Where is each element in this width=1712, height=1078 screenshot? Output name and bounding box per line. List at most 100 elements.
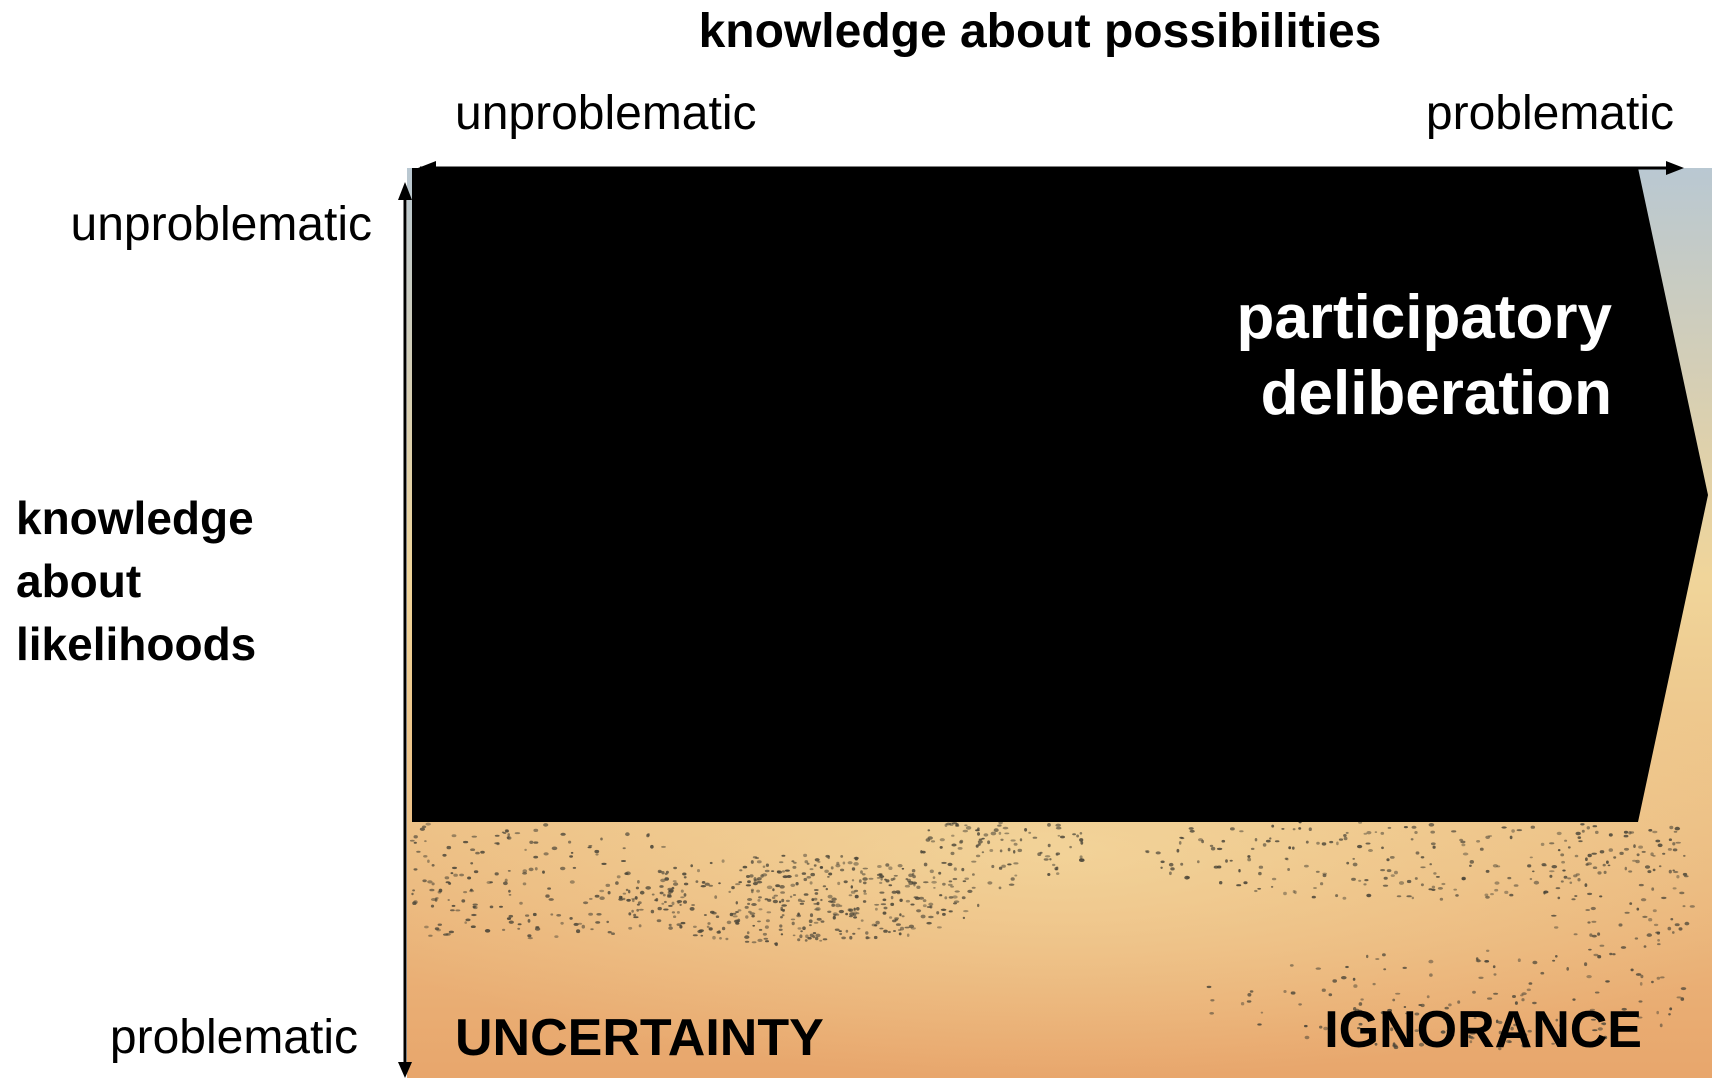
bird-dot	[1607, 864, 1611, 867]
bird-dot	[1638, 883, 1644, 887]
bird-dot	[1564, 839, 1568, 842]
bird-dot	[953, 867, 957, 871]
bird-dot	[1595, 830, 1599, 835]
bird-dot	[1508, 1040, 1512, 1044]
bird-dot	[799, 902, 805, 905]
bird-dot	[1487, 997, 1493, 1000]
bird-dot	[1672, 887, 1677, 890]
bird-dot	[1013, 862, 1019, 865]
bird-dot	[1357, 1027, 1361, 1030]
bird-dot	[893, 930, 896, 932]
bird-dot	[657, 869, 662, 874]
bird-dot	[1574, 854, 1579, 858]
bird-dot	[1002, 826, 1009, 830]
bird-dot	[625, 888, 629, 892]
bird-dot	[661, 871, 665, 875]
bird-dot	[607, 891, 611, 895]
bird-dot	[950, 851, 955, 856]
bird-dot	[874, 903, 880, 906]
uncertainty-label: UNCERTAINTY	[455, 1009, 824, 1067]
bird-dot	[494, 872, 499, 876]
bird-dot	[813, 864, 817, 867]
bird-dot	[701, 881, 706, 884]
bird-dot	[595, 921, 601, 924]
bird-dot	[1057, 834, 1061, 837]
bird-dot	[878, 873, 883, 876]
bird-dot	[834, 928, 840, 931]
bird-dot	[1386, 858, 1390, 862]
bird-dot	[781, 870, 786, 873]
bird-dot	[987, 840, 991, 845]
bird-dot	[600, 837, 603, 841]
bird-dot	[1076, 834, 1079, 838]
bird-dot	[1682, 905, 1686, 908]
bird-dot	[1383, 876, 1388, 880]
bird-dot	[1592, 866, 1598, 869]
bird-dot	[704, 882, 710, 886]
bird-dot	[425, 822, 431, 826]
bird-dot	[1395, 992, 1401, 995]
bird-dot	[683, 882, 689, 886]
bird-dot	[1551, 914, 1557, 917]
bird-dot	[1529, 877, 1533, 881]
bird-dot	[883, 929, 888, 933]
bird-dot	[1672, 842, 1676, 846]
bird-dot	[1180, 837, 1185, 840]
bird-dot	[715, 915, 720, 918]
bird-dot	[853, 862, 859, 866]
bird-dot	[501, 831, 505, 834]
bird-dot	[972, 873, 975, 876]
bird-dot	[1265, 839, 1271, 843]
bird-dot	[1372, 982, 1376, 986]
bird-dot	[830, 866, 834, 870]
bird-dot	[797, 898, 802, 902]
bird-dot	[816, 901, 820, 906]
bird-dot	[672, 880, 677, 883]
bird-dot	[792, 934, 796, 937]
bird-dot	[1497, 1020, 1503, 1025]
bird-dot	[714, 895, 718, 899]
bird-dot	[840, 855, 844, 858]
bird-dot	[467, 876, 472, 880]
bird-dot	[514, 832, 521, 835]
bird-dot	[762, 932, 768, 936]
bird-dot	[636, 908, 640, 912]
bird-dot	[1578, 1013, 1582, 1016]
bird-dot	[628, 912, 632, 916]
bird-dot	[757, 920, 761, 923]
bird-dot	[854, 889, 859, 893]
bird-dot	[634, 896, 638, 900]
bird-dot	[680, 889, 684, 893]
bird-dot	[880, 903, 887, 906]
bird-dot	[548, 898, 554, 901]
bird-dot	[868, 877, 874, 880]
bird-dot	[1274, 840, 1280, 843]
bird-dot	[489, 905, 494, 909]
bird-dot	[809, 913, 814, 918]
bird-dot	[527, 934, 532, 938]
bird-dot	[809, 924, 812, 927]
bird-dot	[1414, 1029, 1419, 1032]
bird-dot	[525, 914, 530, 917]
bird-dot	[758, 896, 762, 899]
bird-dot	[1363, 1015, 1368, 1019]
bird-dot	[1613, 856, 1617, 859]
bird-dot	[812, 932, 817, 935]
bird-dot	[587, 846, 592, 849]
bird-dot	[809, 881, 813, 885]
bird-dot	[732, 912, 737, 915]
bird-dot	[638, 924, 642, 928]
bird-dot	[1258, 865, 1264, 869]
bird-dot	[1292, 846, 1295, 850]
bird-dot	[767, 898, 772, 902]
bird-dot	[852, 911, 858, 915]
bird-dot	[772, 888, 775, 892]
bird-dot	[1509, 835, 1513, 840]
bird-dot	[793, 861, 797, 864]
bird-dot	[879, 891, 885, 894]
bird-dot	[863, 889, 867, 893]
bird-dot	[875, 920, 880, 925]
bird-dot	[1197, 860, 1200, 864]
bird-dot	[1341, 976, 1347, 980]
bird-dot	[455, 909, 461, 912]
